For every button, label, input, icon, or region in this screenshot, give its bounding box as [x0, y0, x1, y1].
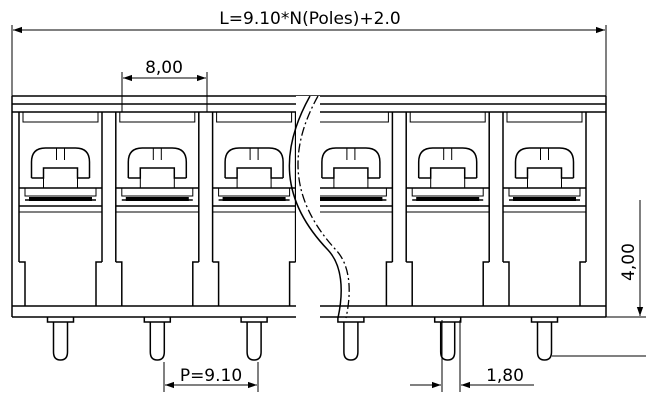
pitch-label: P=9.10	[180, 366, 242, 386]
terminal-unit	[211, 112, 297, 361]
module-width-dimension: 8,00	[121, 58, 208, 112]
pin-width-label: 1,80	[486, 366, 524, 386]
terminal-unit	[18, 112, 103, 361]
pitch-dimension: P=9.10	[163, 362, 259, 392]
terminal-unit	[115, 112, 200, 361]
overall-length-label: L=9.10*N(Poles)+2.0	[219, 9, 400, 29]
pin-length-label: 4,00	[619, 243, 639, 281]
pin-width-dimension: 1,80	[410, 320, 534, 392]
overall-length-dimension: L=9.10*N(Poles)+2.0	[11, 9, 607, 96]
terminal-unit	[502, 112, 587, 361]
pin-length-dimension: 4,00	[552, 200, 646, 357]
break-line	[288, 95, 350, 319]
terminal-unit	[405, 112, 490, 361]
terminal-unit	[308, 112, 394, 361]
module-width-label: 8,00	[145, 58, 183, 78]
